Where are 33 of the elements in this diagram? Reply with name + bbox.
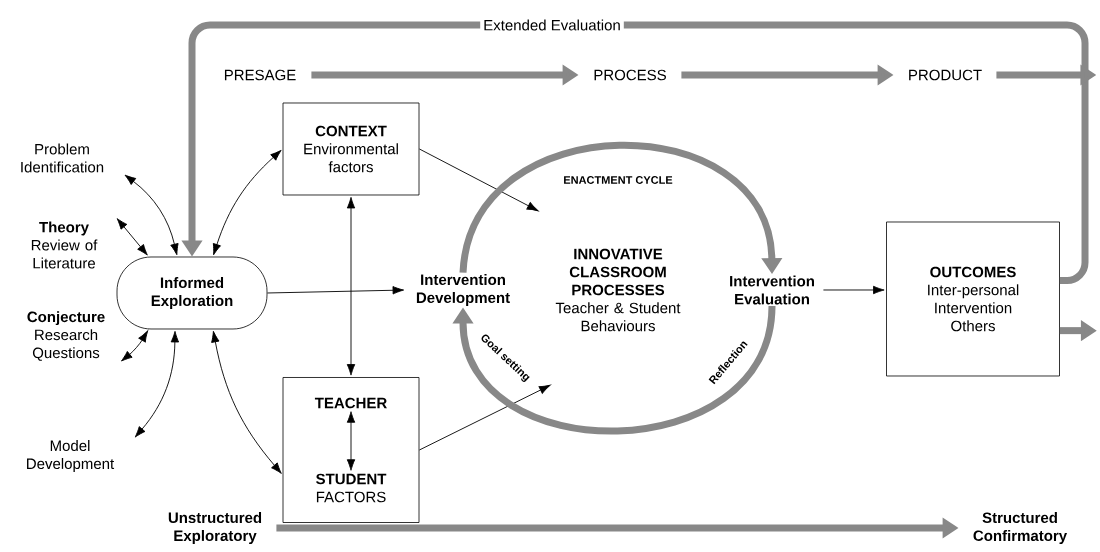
cycle-arrow <box>452 305 776 435</box>
phase-label: PRODUCT <box>909 69 982 81</box>
arrow <box>346 196 356 376</box>
term-label: Conjecture Research Questions <box>27 311 105 361</box>
factors-box <box>282 377 420 523</box>
phase-label: PRESAGE <box>224 69 296 81</box>
term-label: Model Development <box>27 440 115 472</box>
process-box: OUTCOMES Inter-personal Intervention Others <box>886 221 1060 377</box>
arrow <box>124 174 179 256</box>
stage-label: Intervention Development <box>416 274 510 306</box>
axis-end-label: Structured Confirmatory <box>973 512 1067 544</box>
axis-end-label: Unstructured Exploratory <box>168 512 262 544</box>
arrow <box>212 149 282 256</box>
arrow <box>346 411 356 471</box>
arrow <box>211 330 282 474</box>
stage-label: Intervention Evaluation <box>730 275 814 305</box>
term-label: TEACHER <box>314 397 387 409</box>
arrow <box>121 330 149 362</box>
process-box: CONTEXT Environmental factors <box>282 102 420 196</box>
arrow <box>116 218 148 256</box>
term-label: Problem Identification <box>21 143 104 173</box>
cycle-centre-text: INNOVATIVE CLASSROOM PROCESSES Teacher & Student Behaviours <box>555 248 681 332</box>
arrow <box>822 285 885 295</box>
arrow <box>418 148 539 212</box>
phase-label: PROCESS <box>594 69 666 81</box>
edge-label: Extended Evaluation <box>480 16 624 34</box>
arrow <box>134 330 180 438</box>
arrow <box>266 286 405 295</box>
cycle-arrow <box>459 141 783 274</box>
term-label: STUDENT FACTORS <box>316 473 387 503</box>
edge-label: ENACTMENT CYCLE <box>560 173 676 187</box>
term-label: Theory Review of Literature <box>31 221 98 269</box>
arrow <box>418 384 551 451</box>
